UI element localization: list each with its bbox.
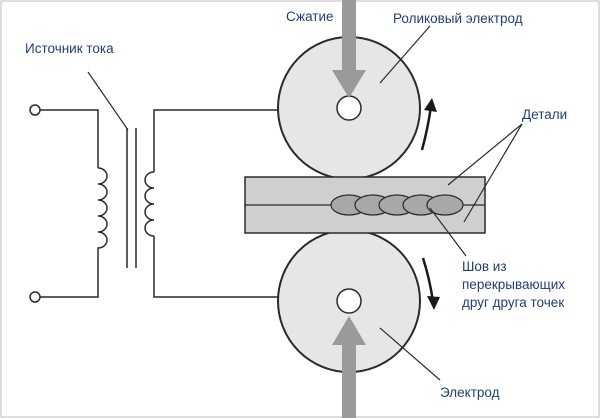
rotation-arrow-top-icon [424,98,437,112]
electrode-label: Электрод [440,385,500,400]
electrode-leader [379,327,441,381]
roller-electrode-label: Роликовый электрод [393,11,523,26]
terminal-top [29,104,41,116]
primary-wire-top [40,109,99,168]
power-source-leader [87,71,129,131]
seam-label-line2: перекрывающих [462,277,566,292]
weld-spot [426,194,464,216]
compression-arrow-down [332,0,366,98]
top-roller-axle [336,95,362,121]
parts-leader-2 [463,123,523,223]
roller-electrode-leader [379,25,431,84]
compression-label: Сжатие [286,9,334,24]
primary-wire-bottom [40,252,99,298]
secondary-coil [144,171,155,237]
parts-label: Детали [522,107,568,122]
secondary-wire-top [153,109,300,172]
parts-leader-1 [447,123,523,186]
primary-coil [97,167,108,252]
rotation-arrow-top-shaft [420,105,433,151]
seam-label-line3: друг друга точек [462,295,565,310]
weld-seam-spots [330,194,464,216]
rotation-arrow-bottom-icon [427,296,440,310]
terminal-bottom [29,291,41,303]
bottom-roller-axle [336,288,362,314]
secondary-wire-bottom [153,236,300,298]
seam-label-line1: Шов из [462,259,507,274]
power-source-label: Источник тока [25,41,114,56]
rotation-arrow-bottom-shaft [421,257,435,303]
seam-leader [429,207,467,257]
pressure-arrow-up [332,316,366,418]
